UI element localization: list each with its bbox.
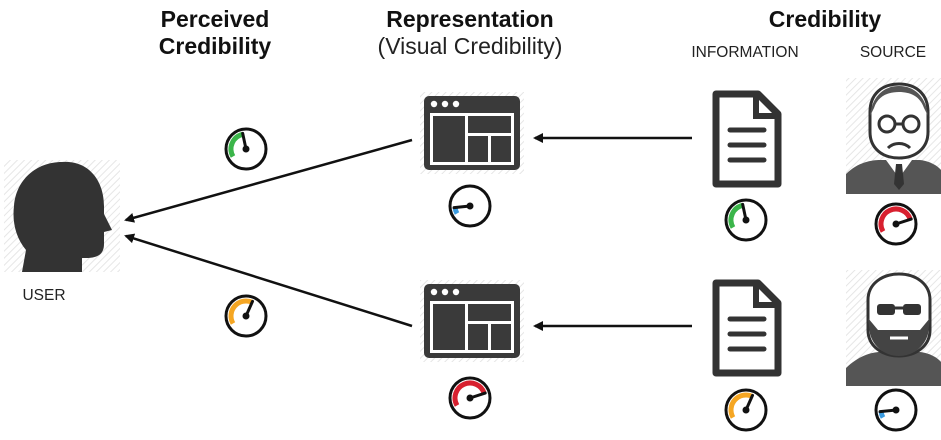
information-header: INFORMATION [691, 44, 799, 61]
perceived-gauge-1-icon [224, 127, 268, 171]
source-gauge-1-level-arc [878, 206, 913, 233]
information-document-icon-1 [712, 90, 782, 188]
perceived-gauge-2-level-arc [228, 298, 254, 325]
representation-title: Representation [386, 6, 554, 32]
information-document-icon-2 [712, 279, 782, 377]
perceived-gauge-2-icon [224, 294, 268, 338]
perceived-gauge-1-level-arc [228, 131, 244, 158]
representation-gauge-1-icon [448, 184, 492, 228]
information-gauge-2-level-arc [728, 392, 754, 419]
representation-window-icon-2 [420, 280, 524, 362]
source-person-icon-2 [846, 270, 941, 386]
source-gauge-1-icon [874, 202, 918, 246]
perceived-header-line1: Perceived [160, 6, 270, 32]
gauges-group [224, 127, 918, 432]
representation-gauge-2-icon [448, 376, 492, 420]
credibility-header: Credibility [768, 6, 882, 32]
source-header: SOURCE [859, 44, 927, 61]
user-head-icon [4, 160, 120, 272]
source-gauge-2-icon [874, 388, 918, 432]
perceived-credibility-header: Perceived Credibility [150, 6, 280, 60]
representation-window-icon-1 [420, 92, 524, 174]
source-person-icon-1 [846, 78, 941, 194]
information-gauge-1-icon [724, 198, 768, 242]
information-gauge-2-icon [724, 388, 768, 432]
user-label: USER [22, 287, 66, 304]
representation-gauge-2-level-arc [452, 380, 487, 407]
representation-header: Representation (Visual Credibility) [345, 6, 595, 60]
perceived-header-line2: Credibility [158, 33, 272, 60]
information-gauge-1-level-arc [728, 202, 744, 229]
arrow-representation2-to-user [124, 233, 413, 328]
arrow-representation1-to-user [124, 138, 413, 223]
visual-credibility-subtitle: (Visual Credibility) [377, 33, 563, 60]
